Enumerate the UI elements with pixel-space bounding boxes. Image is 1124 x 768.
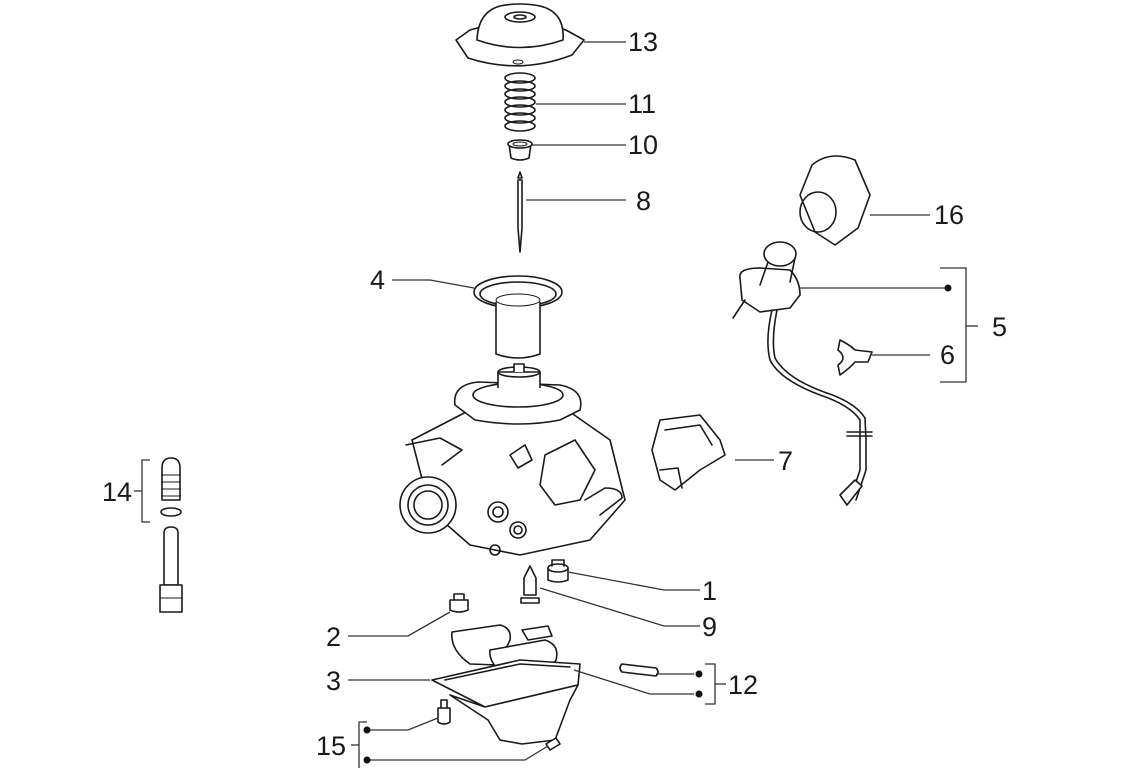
callout-dots [363, 284, 952, 764]
part-8-needle [517, 171, 523, 253]
label-5: 5 [992, 312, 1007, 342]
label-4: 4 [370, 265, 385, 295]
label-15: 15 [316, 731, 346, 761]
part-15-screws [437, 699, 561, 751]
dot-12a [695, 670, 703, 678]
label-16: 16 [934, 200, 964, 230]
label-9: 9 [702, 612, 717, 642]
part-3-float-bowl [431, 659, 581, 745]
dot-12b [695, 690, 703, 698]
label-6: 6 [940, 340, 955, 370]
dot-15a [363, 726, 371, 734]
label-14: 14 [102, 477, 132, 507]
label-8: 8 [636, 186, 651, 216]
label-12: 12 [728, 670, 758, 700]
part-10-retainer [507, 139, 533, 161]
label-1: 1 [702, 576, 717, 606]
part-11-spring [504, 72, 536, 132]
part-16-starter-cap [799, 155, 871, 246]
label-7: 7 [778, 446, 793, 476]
part-13-cover [455, 3, 585, 67]
part-4-diaphragm [473, 275, 563, 359]
leader-lines [134, 41, 978, 768]
dot-5 [944, 284, 952, 292]
part-7-bracket [651, 414, 726, 491]
label-3: 3 [326, 666, 341, 696]
label-2: 2 [326, 622, 341, 652]
carburetor-body [399, 363, 626, 556]
label-13: 13 [628, 27, 658, 57]
part-5-starter-assembly [732, 241, 873, 506]
part-2-main-jet [449, 593, 469, 613]
part-9-float-valve [520, 565, 540, 604]
callout-labels: 13 11 10 8 4 16 5 6 7 14 1 9 2 3 12 15 [102, 27, 1007, 761]
label-11: 11 [628, 89, 656, 119]
part-6-retaining-plate [837, 339, 873, 376]
part-14-accelerator-pump [159, 457, 183, 613]
dot-15b [363, 756, 371, 764]
part-1-idle-jet [547, 559, 569, 583]
label-10: 10 [628, 130, 658, 160]
